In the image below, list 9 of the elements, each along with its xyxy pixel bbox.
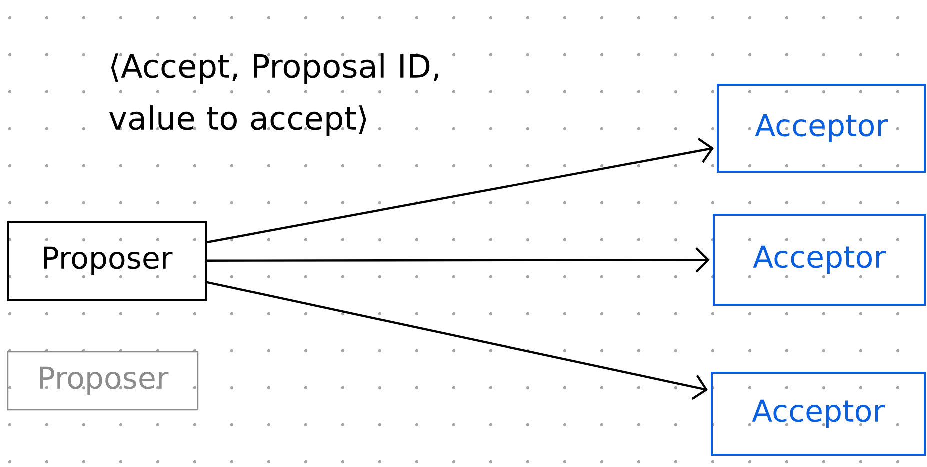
edge-label: ⟨Accept, Proposal ID, value to accept⟩	[110, 54, 439, 136]
arrow	[206, 138, 714, 244]
acceptor-box: Acceptor	[717, 84, 926, 173]
acceptor-box: Acceptor	[713, 214, 926, 306]
arrow	[206, 281, 708, 400]
proposer-box: Proposer	[7, 351, 199, 411]
proposer-box: Proposer	[7, 221, 207, 301]
arrow	[207, 247, 710, 273]
acceptor-box: Acceptor	[711, 372, 926, 456]
